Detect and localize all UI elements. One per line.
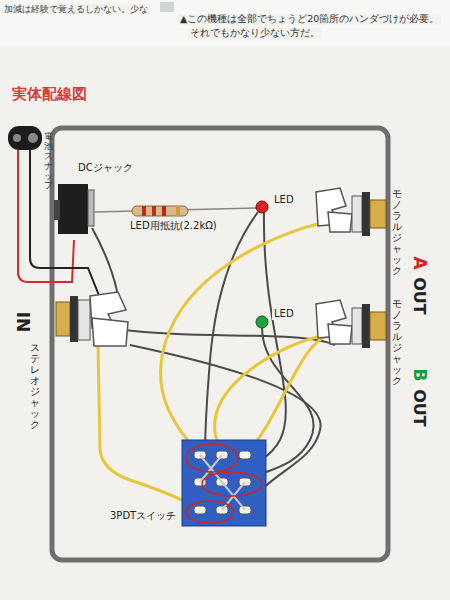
part-name: 電池スナップ [44, 132, 53, 191]
red-mark [186, 444, 238, 472]
resistor-symbol [132, 206, 188, 216]
wire-grey [92, 228, 118, 300]
part-name: 3PDTスイッチ [108, 510, 178, 522]
drawing-part [352, 196, 362, 232]
drawing-part [56, 302, 70, 336]
drawing-part [239, 451, 251, 459]
wire-yellow [245, 335, 330, 455]
wire-yellow [161, 222, 330, 455]
part-name: ステレオジャック [30, 342, 40, 430]
signal-name: A [409, 254, 429, 271]
dc-jack [58, 184, 88, 234]
led-red [256, 201, 268, 213]
part-name: LED用抵抗(2.2kΩ) [128, 220, 219, 232]
led-green [256, 316, 268, 328]
drawing-part [370, 312, 386, 340]
drawing-part [328, 212, 352, 232]
drawing-part [78, 300, 90, 340]
resistor-band [152, 206, 156, 216]
photo-caption: それでもかなり少ない方だ。 [188, 28, 322, 39]
wire-grey [205, 212, 258, 455]
drawing-part [328, 324, 352, 344]
snap-terminal [28, 133, 38, 143]
mono-jack-a [316, 188, 386, 236]
part-name: LED [272, 308, 296, 320]
part-name: モノラルジャック [392, 188, 402, 276]
resistor-band [176, 206, 180, 216]
part-name: LED [272, 194, 296, 206]
3pdt-switch [182, 440, 266, 526]
battery-snap [8, 126, 42, 150]
resistor-band [142, 206, 146, 216]
mono-jack-b [316, 300, 386, 348]
part-name: モノラルジャック [392, 298, 402, 386]
stereo-jack [56, 292, 128, 346]
photo-caption: ▲この機種は全部でちょうど20箇所のハンダづけが必要。 [178, 14, 441, 25]
signal-name: IN [12, 310, 32, 335]
signal-name: B [409, 367, 429, 384]
snap-terminal [13, 134, 21, 142]
page-text: 加減は経験で覚えるしかない。少な [2, 4, 150, 14]
red-mark [186, 501, 234, 523]
wire-grey [130, 345, 321, 510]
page-top [0, 0, 450, 46]
drawing-part [70, 296, 78, 342]
signal-name: OUT [410, 387, 428, 429]
dc-jack-lug [88, 190, 94, 226]
drawing-part [194, 506, 206, 514]
drawing-part [352, 308, 362, 344]
signal-name: OUT [410, 275, 428, 317]
part-name: DCジャック [76, 162, 135, 174]
diagram-title: 実体配線図 [10, 86, 89, 103]
drawing-part [362, 192, 370, 236]
drawing-part [92, 318, 128, 346]
dc-jack-nut [54, 200, 60, 220]
red-mark [202, 472, 262, 496]
enclosure [52, 128, 388, 560]
wire-grey [125, 330, 335, 345]
drawing-part [362, 304, 370, 348]
photo-corner [160, 2, 174, 12]
drawing-part [370, 200, 386, 228]
resistor-band [162, 206, 166, 216]
